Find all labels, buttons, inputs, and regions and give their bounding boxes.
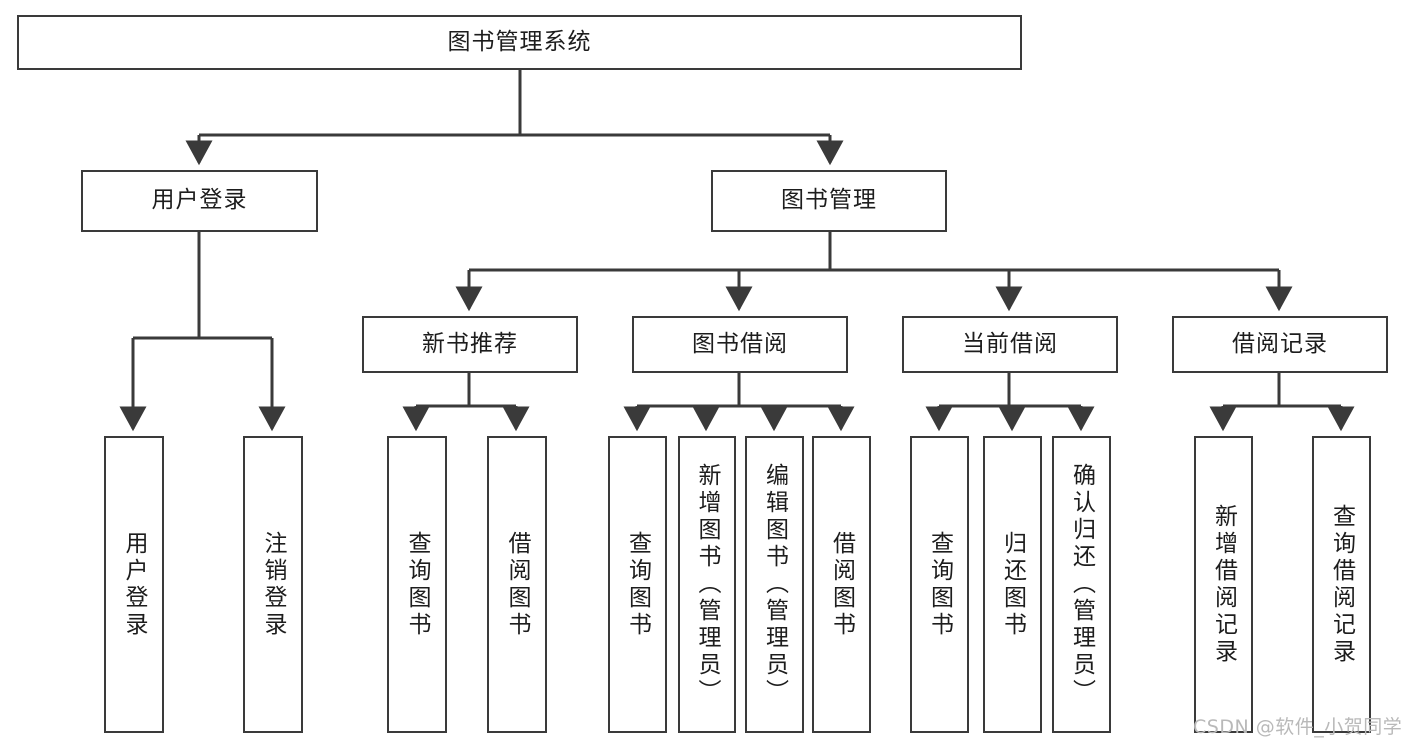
- node-leaf-add-book-admin[interactable]: 新增图书（管理员）: [678, 436, 736, 733]
- node-leaf-borrow-book[interactable]: 借阅图书: [812, 436, 871, 733]
- node-user-login[interactable]: 用户登录: [81, 170, 318, 232]
- node-leaf-logout[interactable]: 注销登录: [243, 436, 303, 733]
- csdn-watermark: CSDN @软件_小贺同学: [1193, 716, 1403, 738]
- node-root[interactable]: 图书管理系统: [17, 15, 1022, 70]
- node-leaf-return-book-label: 归还图书: [999, 530, 1026, 639]
- node-root-label: 图书管理系统: [447, 28, 592, 55]
- node-leaf-return-book[interactable]: 归还图书: [983, 436, 1042, 733]
- node-leaf-query-book-borrow-label: 查询图书: [624, 530, 651, 639]
- node-leaf-add-borrow-record[interactable]: 新增借阅记录: [1194, 436, 1253, 733]
- node-leaf-edit-book-admin[interactable]: 编辑图书（管理员）: [745, 436, 804, 733]
- node-book-management-label: 图书管理: [781, 187, 877, 214]
- node-user-login-label: 用户登录: [151, 187, 248, 214]
- node-leaf-add-borrow-record-label: 新增借阅记录: [1210, 503, 1237, 666]
- node-leaf-query-book-recommend[interactable]: 查询图书: [387, 436, 447, 733]
- node-leaf-borrow-book-recommend-label: 借阅图书: [504, 530, 530, 639]
- node-leaf-query-book-borrow[interactable]: 查询图书: [608, 436, 667, 733]
- node-leaf-query-borrow-record[interactable]: 查询借阅记录: [1312, 436, 1371, 733]
- node-leaf-borrow-book-label: 借阅图书: [828, 530, 855, 639]
- node-leaf-query-book-recommend-label: 查询图书: [404, 530, 430, 639]
- node-leaf-user-login[interactable]: 用户登录: [104, 436, 164, 733]
- node-current-borrow-label: 当前借阅: [962, 330, 1058, 357]
- node-leaf-confirm-return-admin-label: 确认归还（管理员）: [1068, 463, 1095, 706]
- node-leaf-edit-book-admin-label: 编辑图书（管理员）: [761, 463, 788, 706]
- node-book-management[interactable]: 图书管理: [711, 170, 947, 232]
- node-leaf-add-book-admin-label: 新增图书（管理员）: [694, 463, 720, 706]
- node-new-book-recommend[interactable]: 新书推荐: [362, 316, 578, 373]
- node-leaf-borrow-book-recommend[interactable]: 借阅图书: [487, 436, 547, 733]
- node-leaf-query-borrow-record-label: 查询借阅记录: [1328, 503, 1355, 666]
- node-book-borrow-label: 图书借阅: [692, 330, 788, 357]
- node-borrow-record-label: 借阅记录: [1232, 330, 1328, 357]
- node-borrow-record[interactable]: 借阅记录: [1172, 316, 1388, 373]
- node-leaf-logout-label: 注销登录: [260, 530, 286, 639]
- node-leaf-query-book-current-label: 查询图书: [926, 530, 953, 639]
- node-leaf-query-book-current[interactable]: 查询图书: [910, 436, 969, 733]
- node-leaf-confirm-return-admin[interactable]: 确认归还（管理员）: [1052, 436, 1111, 733]
- node-new-book-recommend-label: 新书推荐: [422, 330, 518, 357]
- node-leaf-user-login-label: 用户登录: [121, 530, 147, 639]
- node-book-borrow[interactable]: 图书借阅: [632, 316, 848, 373]
- node-current-borrow[interactable]: 当前借阅: [902, 316, 1118, 373]
